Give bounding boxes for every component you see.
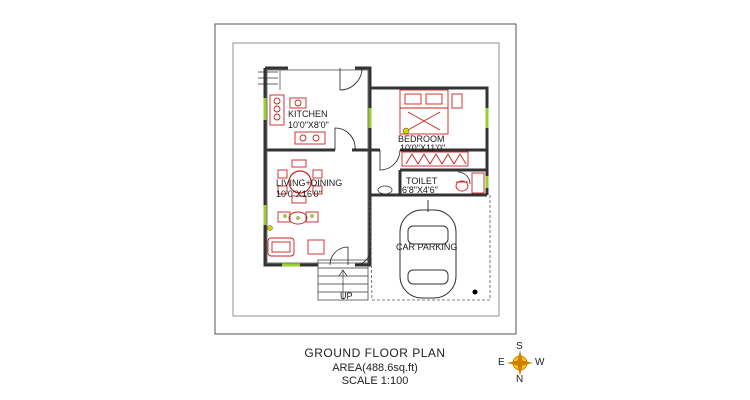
toilet-label: TOILET bbox=[406, 176, 438, 186]
kitchen-label: KITCHEN bbox=[288, 109, 328, 119]
drawing-title: GROUND FLOOR PLAN bbox=[304, 346, 446, 360]
compass-s: S bbox=[516, 341, 523, 352]
doors bbox=[329, 67, 471, 266]
car-parking-boundary bbox=[369, 195, 491, 301]
kitchen-size: 10'0"X8'0" bbox=[288, 120, 329, 130]
staircase bbox=[317, 259, 369, 301]
toilet-fixtures bbox=[455, 172, 485, 194]
toilet-size: 6'8"X4'6" bbox=[402, 185, 438, 195]
windows bbox=[263, 98, 489, 267]
compass-e: E bbox=[498, 357, 505, 368]
bedroom-furniture bbox=[399, 89, 469, 167]
car-icon bbox=[399, 200, 457, 299]
living-dining-furniture bbox=[267, 159, 325, 257]
kitchen-fixtures bbox=[269, 94, 326, 145]
drawing-area: AREA(488.6sq.ft) bbox=[332, 362, 418, 374]
stairs-up-label: UP bbox=[340, 291, 353, 301]
compass-w: W bbox=[535, 357, 545, 368]
plot-boundary bbox=[214, 23, 517, 335]
compass-icon bbox=[507, 350, 533, 376]
living-dining-label: LIVING+DINING bbox=[276, 178, 342, 188]
walls bbox=[263, 66, 489, 267]
bedroom-label: BEDROOM bbox=[398, 134, 445, 144]
compass-n: N bbox=[516, 374, 524, 385]
living-dining-size: 10'0"X16'0" bbox=[276, 189, 322, 199]
drawing-scale: SCALE 1:100 bbox=[341, 375, 409, 387]
inner-boundary bbox=[232, 42, 500, 317]
bedroom-size: 10'0"X11'0" bbox=[400, 143, 445, 153]
car-parking-label: CAR PARKING bbox=[396, 242, 457, 252]
